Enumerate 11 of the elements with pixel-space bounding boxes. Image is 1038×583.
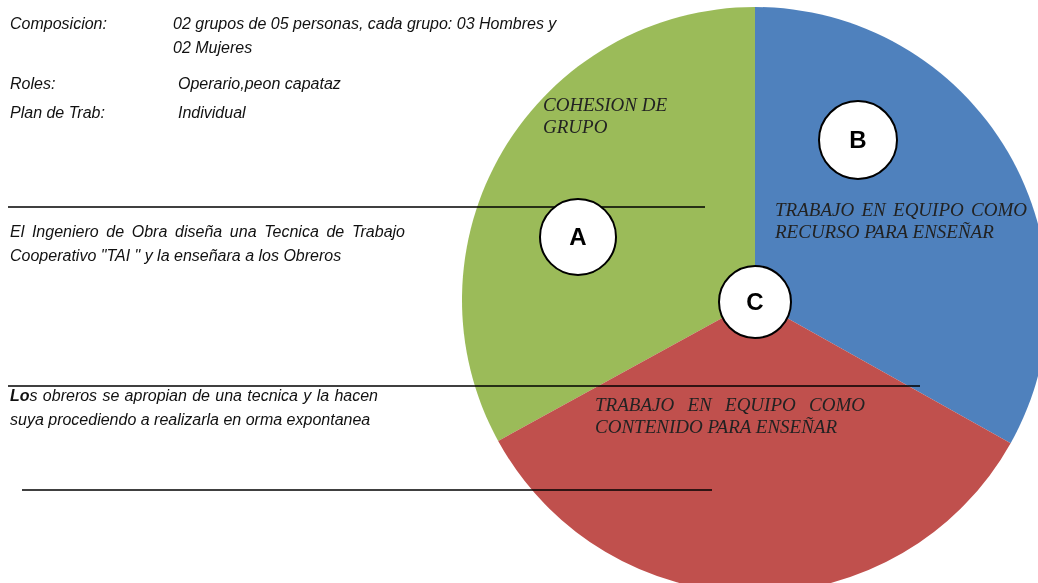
sector-label: COHESION DE GRUPO [543,94,669,138]
field-value: Operario,peon capataz [178,74,342,94]
paragraph-text: Los obreros se apropian de una tecnica y la hacen suya procediendo a realizarla en orma expontanea [10,386,378,430]
field-label: Composicion: [10,14,108,34]
field-value: 02 grupos de 05 personas, cada grupo: 03 Hombres y 02 Mujeres [173,14,558,58]
sector-label: TRABAJO EN EQUIPO COMO CONTENIDO PARA ENSEÑAR [595,394,865,438]
field-label: Plan de Trab: [10,103,106,123]
sector-label: TRABAJO EN EQUIPO COMO RECURSO PARA ENSEÑAR [775,199,1027,243]
field-label: Roles: [10,74,57,94]
field-value: Individual [178,103,247,123]
paragraph-text: El Ingeniero de Obra diseña una Tecnica de Trabajo Cooperativo "TAI " y la enseñara a los Obreros [10,222,405,266]
